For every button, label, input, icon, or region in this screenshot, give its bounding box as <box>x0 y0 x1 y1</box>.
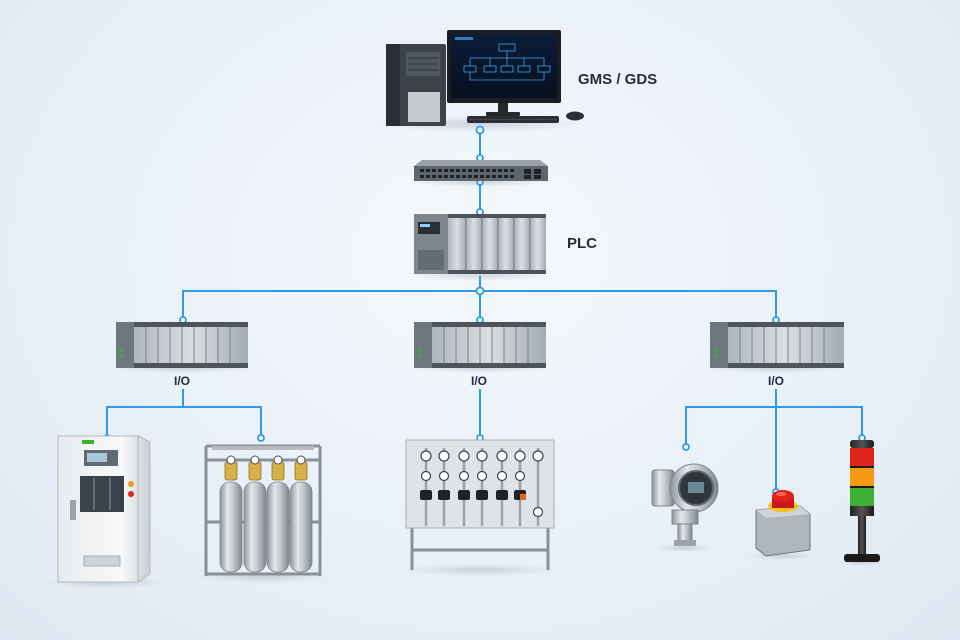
gas-cabinet-icon <box>47 435 167 588</box>
gas-panel-manifold-icon <box>400 439 560 576</box>
io-center-label: I/O <box>471 374 488 388</box>
io-module-right-icon <box>706 322 846 373</box>
signal-tower-light-icon <box>840 440 884 566</box>
gms-gds-label: GMS / GDS <box>578 71 658 88</box>
io-left-label: I/O <box>174 374 191 388</box>
pressure-transmitter-icon <box>651 463 719 552</box>
io-module-left-icon <box>113 322 253 373</box>
connector-right-branch <box>685 389 863 492</box>
plc-rack-icon <box>408 214 552 281</box>
network-switch-icon <box>410 160 550 187</box>
gas-cylinder-rack-icon <box>198 444 330 583</box>
io-right-label: I/O <box>768 374 785 388</box>
plc-label: PLC <box>567 235 597 252</box>
io-module-center-icon <box>410 322 550 373</box>
connector-left-branch <box>106 389 262 438</box>
emergency-stop-icon <box>747 490 815 560</box>
workstation-icon <box>370 30 590 132</box>
